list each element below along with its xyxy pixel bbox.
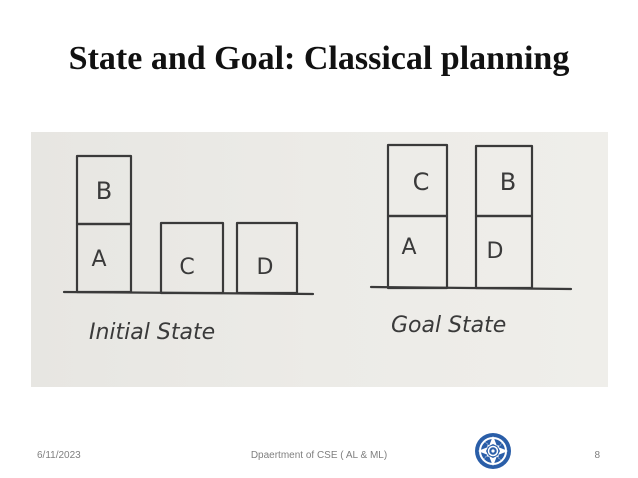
initial-block-b bbox=[75, 154, 133, 226]
goal-state-caption: Goal State bbox=[391, 313, 506, 338]
goal-block-a-label: A bbox=[401, 235, 416, 260]
goal-block-c bbox=[386, 143, 449, 218]
slide-title: State and Goal: Classical planning bbox=[68, 40, 570, 77]
college-emblem-icon bbox=[475, 433, 511, 469]
goal-block-a bbox=[386, 214, 449, 290]
initial-block-c bbox=[159, 221, 225, 295]
whiteboard-photo: B A C D C A B D Initial State Goal State bbox=[31, 132, 608, 387]
goal-block-b-label: B bbox=[500, 168, 516, 196]
initial-state-drawing bbox=[62, 154, 315, 296]
footer-page-number: 8 bbox=[594, 450, 600, 461]
initial-block-a-label: A bbox=[91, 247, 106, 272]
goal-block-d bbox=[474, 214, 534, 290]
initial-block-d bbox=[235, 221, 299, 295]
blocks-world-diagram: B A C D C A B D Initial State Goal State bbox=[62, 143, 573, 345]
initial-block-d-label: D bbox=[257, 255, 274, 280]
footer-department: Dpaertment of CSE ( AL & ML) bbox=[250, 450, 388, 461]
footer-date: 6/11/2023 bbox=[37, 450, 81, 461]
initial-block-b-label: B bbox=[96, 177, 112, 205]
initial-state-caption: Initial State bbox=[89, 320, 215, 345]
goal-block-c-label: C bbox=[413, 168, 430, 196]
goal-block-d-label: D bbox=[487, 239, 504, 264]
initial-block-c-label: C bbox=[179, 255, 194, 280]
goal-state-drawing bbox=[369, 143, 573, 291]
goal-block-b bbox=[474, 144, 534, 218]
